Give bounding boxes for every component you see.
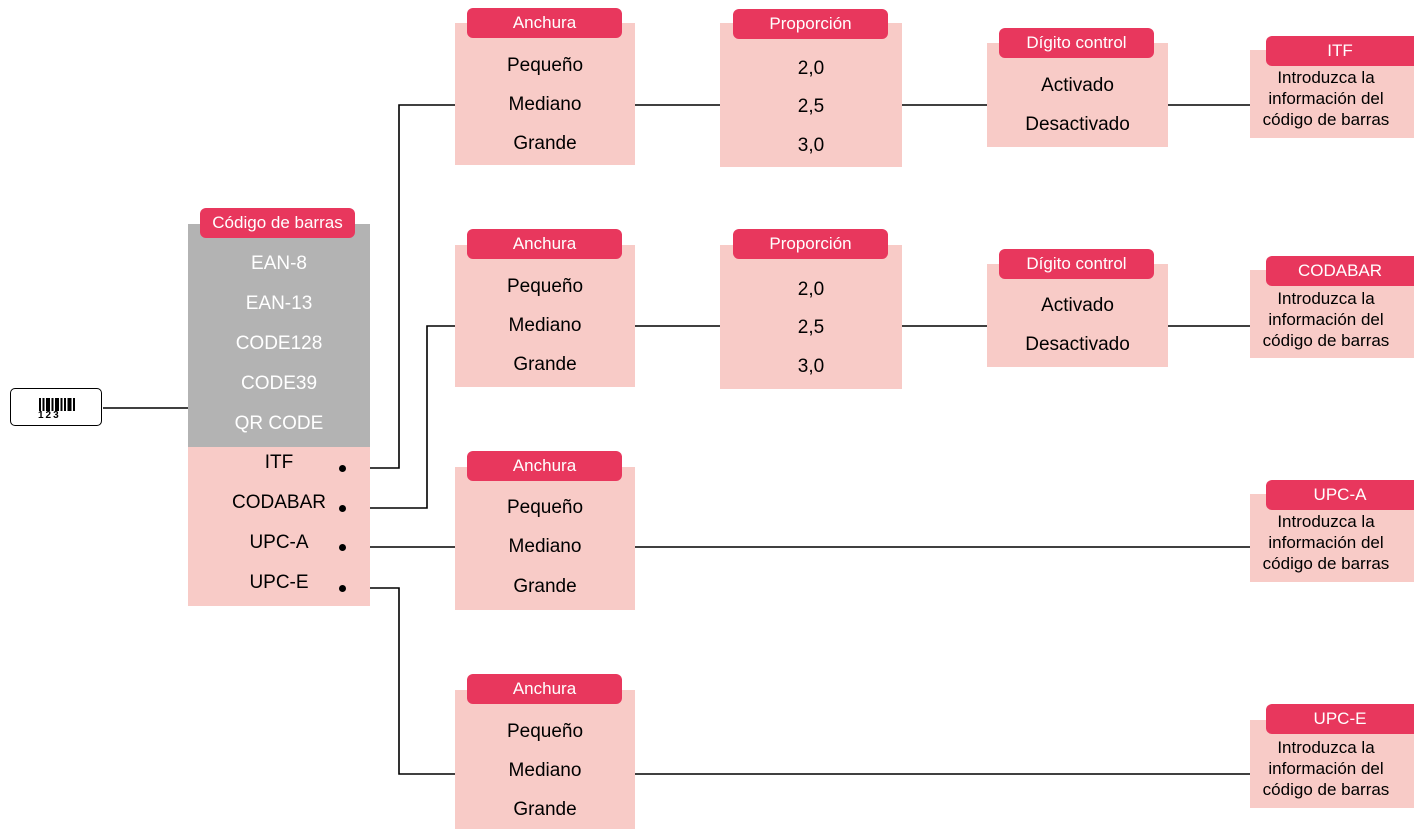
width-box: Pequeño Mediano Grande [455, 23, 635, 165]
width-header: Anchura [467, 674, 622, 704]
width-option-medium[interactable]: Mediano [508, 536, 582, 557]
width-box: Pequeño Mediano Grande [455, 690, 635, 829]
barcode-input-header: UPC-E [1266, 704, 1414, 734]
ratio-option-2-0[interactable]: 2,0 [797, 279, 825, 300]
connector-dot [339, 585, 346, 592]
width-option-small[interactable]: Pequeño [506, 276, 584, 297]
menu-item-upce[interactable]: UPC-E [249, 572, 309, 593]
menu-item-ean8: EAN-8 [251, 253, 307, 274]
width-option-small[interactable]: Pequeño [506, 497, 584, 518]
connector-dot [339, 505, 346, 512]
width-option-large[interactable]: Grande [513, 799, 577, 820]
barcode-input-prompt[interactable]: Introduzca la información del código de … [1262, 738, 1390, 799]
width-box: Pequeño Mediano Grande [455, 467, 635, 610]
menu-item-ean13: EAN-13 [245, 293, 313, 314]
barcode-menu-options: ITF CODABAR UPC-A UPC-E [188, 447, 370, 606]
check-digit-off[interactable]: Desactivado [1025, 114, 1130, 135]
barcode-menu-header: Código de barras [200, 208, 355, 238]
width-option-medium[interactable]: Mediano [508, 760, 582, 781]
width-option-small[interactable]: Pequeño [506, 55, 584, 76]
width-option-large[interactable]: Grande [513, 354, 577, 375]
ratio-box: 2,0 2,5 3,0 [720, 245, 902, 389]
ratio-box: 2,0 2,5 3,0 [720, 23, 902, 167]
menu-item-qrcode: QR CODE [234, 413, 324, 434]
check-digit-off[interactable]: Desactivado [1025, 334, 1130, 355]
ratio-option-3-0[interactable]: 3,0 [797, 135, 825, 156]
ratio-header: Proporción [733, 9, 888, 39]
width-header: Anchura [467, 8, 622, 38]
width-option-small[interactable]: Pequeño [506, 721, 584, 742]
barcode-input-header: UPC-A [1266, 480, 1414, 510]
check-digit-box: Activado Desactivado [987, 264, 1168, 367]
ratio-option-2-5[interactable]: 2,5 [797, 317, 825, 338]
ratio-option-2-5[interactable]: 2,5 [797, 96, 825, 117]
barcode-icon: 123 [10, 388, 102, 426]
width-option-medium[interactable]: Mediano [508, 315, 582, 336]
menu-item-code39: CODE39 [240, 373, 318, 394]
ratio-header: Proporción [733, 229, 888, 259]
check-digit-box: Activado Desactivado [987, 43, 1168, 147]
barcode-input-header: ITF [1266, 36, 1414, 66]
check-digit-header: Dígito control [999, 28, 1154, 58]
barcode-input-prompt[interactable]: Introduzca la información del código de … [1262, 289, 1390, 350]
barcode-digits: 123 [38, 410, 61, 421]
menu-item-code128: CODE128 [235, 333, 323, 354]
width-box: Pequeño Mediano Grande [455, 245, 635, 387]
barcode-menu-unsupported: EAN-8 EAN-13 CODE128 CODE39 QR CODE [188, 224, 370, 447]
check-digit-header: Dígito control [999, 249, 1154, 279]
ratio-option-3-0[interactable]: 3,0 [797, 356, 825, 377]
check-digit-on[interactable]: Activado [1041, 75, 1114, 96]
connector-dot [339, 465, 346, 472]
barcode-input-prompt[interactable]: Introduzca la información del código de … [1262, 68, 1390, 129]
menu-item-codabar[interactable]: CODABAR [232, 492, 326, 513]
connector-dot [339, 544, 346, 551]
width-option-large[interactable]: Grande [513, 576, 577, 597]
width-option-large[interactable]: Grande [513, 133, 577, 154]
menu-item-upca[interactable]: UPC-A [249, 532, 309, 553]
barcode-input-box [1250, 720, 1414, 808]
check-digit-on[interactable]: Activado [1041, 295, 1114, 316]
width-option-medium[interactable]: Mediano [508, 94, 582, 115]
barcode-input-prompt[interactable]: Introduzca la información del código de … [1262, 512, 1390, 573]
menu-item-itf[interactable]: ITF [264, 452, 294, 473]
width-header: Anchura [467, 229, 622, 259]
barcode-input-header: CODABAR [1266, 256, 1414, 286]
ratio-option-2-0[interactable]: 2,0 [797, 58, 825, 79]
width-header: Anchura [467, 451, 622, 481]
